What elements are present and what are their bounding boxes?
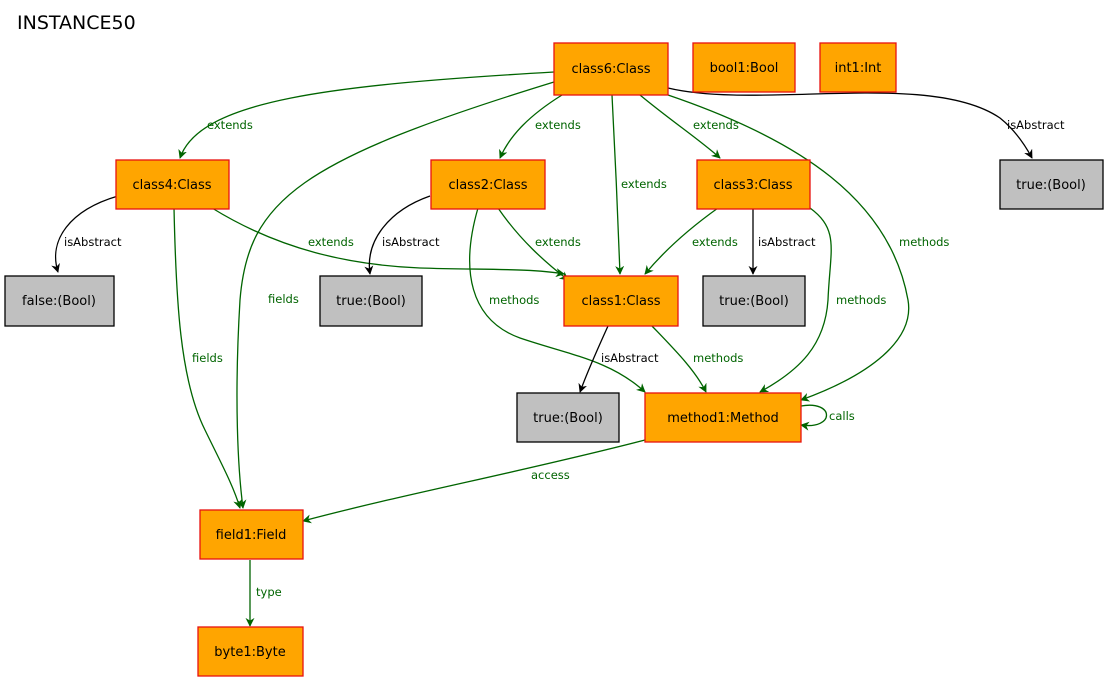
edge-class1-methods-method1 bbox=[651, 325, 707, 393]
node-label: true:(Bool) bbox=[336, 294, 406, 309]
node-label: true:(Bool) bbox=[1016, 178, 1086, 193]
edge-label: methods bbox=[899, 235, 949, 249]
node-false-bool[interactable]: false:(Bool) bbox=[4, 275, 115, 327]
nodes: class6:Class bool1:Bool int1:Int class4:… bbox=[4, 42, 1104, 677]
edge-label: type bbox=[256, 585, 282, 599]
edge-label: isAbstract bbox=[758, 235, 816, 249]
edge-label: methods bbox=[693, 351, 743, 365]
edge-label: methods bbox=[489, 293, 539, 307]
node-class4[interactable]: class4:Class bbox=[115, 159, 230, 210]
node-label: true:(Bool) bbox=[533, 411, 603, 426]
node-label: byte1:Byte bbox=[214, 645, 285, 660]
edge-class2-extends-class1 bbox=[497, 207, 569, 281]
edge-class6-methods-method1 bbox=[667, 94, 910, 402]
node-true-bool-top[interactable]: true:(Bool) bbox=[999, 159, 1104, 210]
edge-class1-isabstract-true bbox=[578, 325, 609, 393]
edge-class6-fields-field1 bbox=[236, 81, 555, 509]
edge-label: extends bbox=[535, 235, 581, 249]
edge-label: extends bbox=[535, 118, 581, 132]
edge-labels: extends extends extends extends isAbstra… bbox=[64, 118, 1065, 599]
node-field1[interactable]: field1:Field bbox=[199, 509, 304, 560]
edge-label: extends bbox=[621, 177, 667, 191]
edge-label: isAbstract bbox=[1007, 118, 1065, 132]
node-bool1[interactable]: bool1:Bool bbox=[692, 42, 796, 93]
edge-label: isAbstract bbox=[382, 235, 440, 249]
node-byte1[interactable]: byte1:Byte bbox=[197, 626, 304, 677]
node-class1[interactable]: class1:Class bbox=[563, 275, 679, 327]
edge-label: fields bbox=[268, 292, 299, 306]
node-int1[interactable]: int1:Int bbox=[819, 42, 897, 93]
node-label: class3:Class bbox=[713, 178, 792, 193]
edge-class4-fields-field1 bbox=[173, 207, 242, 509]
edge-label: isAbstract bbox=[64, 235, 122, 249]
edge-label: methods bbox=[836, 293, 886, 307]
edge-label: calls bbox=[829, 409, 855, 423]
edge-class4-extends-class1 bbox=[211, 207, 565, 278]
edge-label: extends bbox=[207, 118, 253, 132]
edge-class6-extends-class3 bbox=[639, 94, 721, 159]
node-label: bool1:Bool bbox=[710, 61, 779, 76]
node-true-bool-class2[interactable]: true:(Bool) bbox=[319, 275, 423, 327]
node-class6[interactable]: class6:Class bbox=[553, 42, 669, 96]
node-label: class6:Class bbox=[571, 62, 650, 77]
edge-label: fields bbox=[192, 351, 223, 365]
node-true-bool-class1[interactable]: true:(Bool) bbox=[516, 392, 620, 443]
diagram-title: INSTANCE50 bbox=[17, 12, 136, 34]
node-true-bool-class3[interactable]: true:(Bool) bbox=[702, 275, 806, 327]
edge-class3-methods-method1 bbox=[759, 207, 832, 393]
edge-method1-calls-method1 bbox=[800, 404, 828, 431]
node-label: field1:Field bbox=[216, 528, 287, 543]
edge-method1-access-field1 bbox=[302, 439, 646, 524]
node-label: method1:Method bbox=[667, 411, 779, 426]
node-label: class2:Class bbox=[448, 178, 527, 193]
node-label: true:(Bool) bbox=[719, 294, 789, 309]
node-method1[interactable]: method1:Method bbox=[644, 392, 802, 443]
edge-label: extends bbox=[308, 235, 354, 249]
edge-class4-isabstract-false bbox=[51, 195, 119, 273]
edges bbox=[51, 71, 1033, 627]
edge-class6-extends-class4 bbox=[178, 71, 555, 159]
node-label: class1:Class bbox=[581, 294, 660, 309]
edge-class6-extends-class2 bbox=[499, 94, 563, 159]
edge-class2-methods-method1 bbox=[469, 207, 646, 393]
edge-label: extends bbox=[693, 118, 739, 132]
node-label: false:(Bool) bbox=[22, 294, 96, 309]
node-class3[interactable]: class3:Class bbox=[696, 159, 811, 210]
edge-label: extends bbox=[692, 235, 738, 249]
node-class2[interactable]: class2:Class bbox=[430, 159, 546, 210]
node-label: int1:Int bbox=[835, 61, 882, 76]
edge-label: access bbox=[531, 468, 570, 482]
edge-class2-isabstract-true bbox=[364, 195, 431, 275]
edge-class6-isabstract-true bbox=[667, 87, 1033, 159]
edge-class3-extends-class1 bbox=[644, 207, 719, 275]
edge-label: isAbstract bbox=[601, 351, 659, 365]
node-label: class4:Class bbox=[132, 178, 211, 193]
edge-class6-extends-class1 bbox=[611, 94, 625, 275]
